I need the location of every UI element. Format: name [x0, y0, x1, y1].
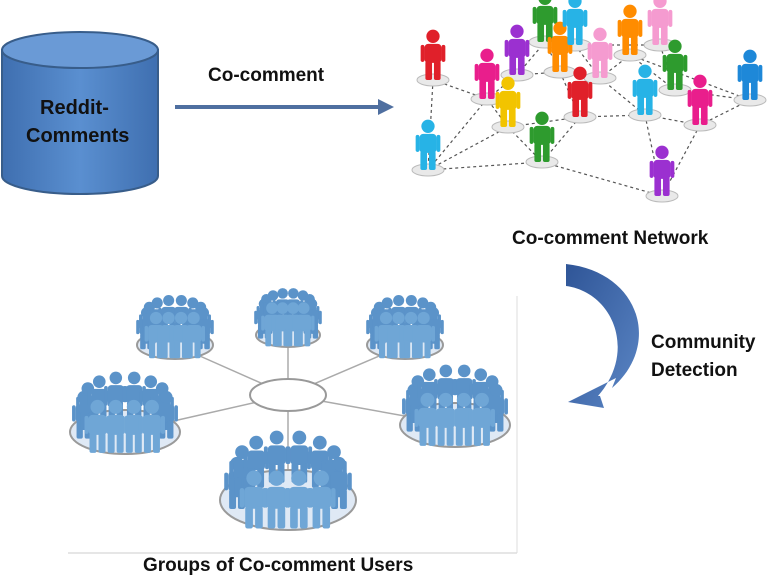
database-label-line1: Reddit-: [40, 97, 109, 119]
network-person-16: [649, 145, 675, 196]
group-1-front-person-3: [182, 311, 206, 359]
network-person-4: [547, 21, 573, 72]
network-person-3: [532, 0, 558, 42]
network-person-11: [737, 49, 763, 100]
group-2-front-person-3: [412, 311, 436, 359]
network-caption: Co-comment Network: [512, 228, 709, 249]
group-5-front-person-3: [307, 470, 336, 529]
network-person-14: [567, 66, 593, 117]
hub-ellipse: [249, 378, 327, 412]
group-3-front-person-1: [102, 399, 129, 453]
community-detection-line2: Detection: [651, 360, 738, 381]
database-label-line2: Comments: [26, 125, 130, 147]
network-person-0: [420, 29, 446, 80]
groups-caption: Groups of Co-comment Users: [143, 555, 414, 576]
network-person-5: [562, 0, 588, 45]
network-person-17: [415, 119, 441, 170]
group-0-front-person-3: [292, 302, 315, 347]
network-person-13: [529, 111, 555, 162]
network-person-9: [662, 39, 688, 90]
cocomment-arrow-label: Co-comment: [208, 65, 325, 86]
network-person-8: [647, 0, 673, 45]
network-person-10: [687, 74, 713, 125]
group-3-front-person-0: [84, 399, 111, 453]
network-person-15: [632, 64, 658, 115]
community-detection-line1: Community: [651, 332, 756, 353]
group-3-front-person-3: [138, 399, 165, 453]
network-person-1: [474, 48, 500, 99]
network-person-7: [617, 4, 643, 55]
group-4-front-person-3: [468, 392, 495, 446]
network-person-6: [587, 27, 613, 78]
group-5-front-person-0: [239, 470, 269, 529]
network-person-12: [495, 76, 521, 127]
network-person-2: [504, 24, 530, 75]
